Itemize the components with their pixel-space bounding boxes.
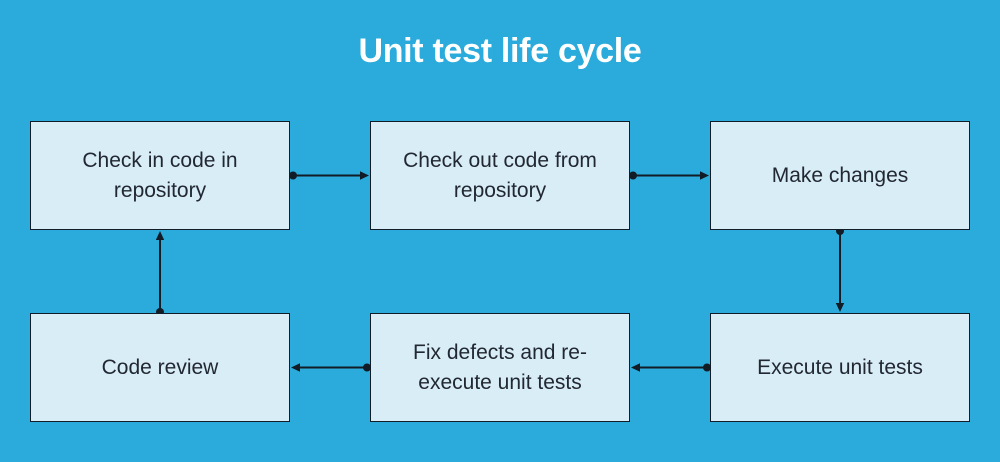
node-check-in-code: Check in code in repository [30,121,290,230]
arrow-code-review-to-check-in [155,231,165,316]
node-label-code-review: Code review [101,355,219,379]
node-label-fix-defects: Fix defects and re-execute unit tests [413,340,587,394]
node-label-make-changes: Make changes [771,163,909,187]
node-make-changes: Make changes [710,121,970,230]
arrow-check-out-to-make-changes [629,171,709,180]
node-fix-defects: Fix defects and re-execute unit tests [370,313,630,422]
node-label-execute-tests: Execute unit tests [757,355,923,379]
node-label-check-in-code: Check in code in repository [82,148,238,202]
node-code-review: Code review [30,313,290,422]
page-title: Unit test life cycle [358,32,642,70]
arrow-check-in-to-check-out [289,171,369,180]
arrow-make-changes-to-execute-tests [835,227,845,312]
arrow-execute-tests-to-fix-defects [631,363,711,372]
node-check-out-code: Check out code from repository [370,121,630,230]
node-execute-tests: Execute unit tests [710,313,970,422]
node-label-check-out-code: Check out code from repository [403,148,597,202]
arrow-fix-defects-to-code-review [291,363,371,372]
